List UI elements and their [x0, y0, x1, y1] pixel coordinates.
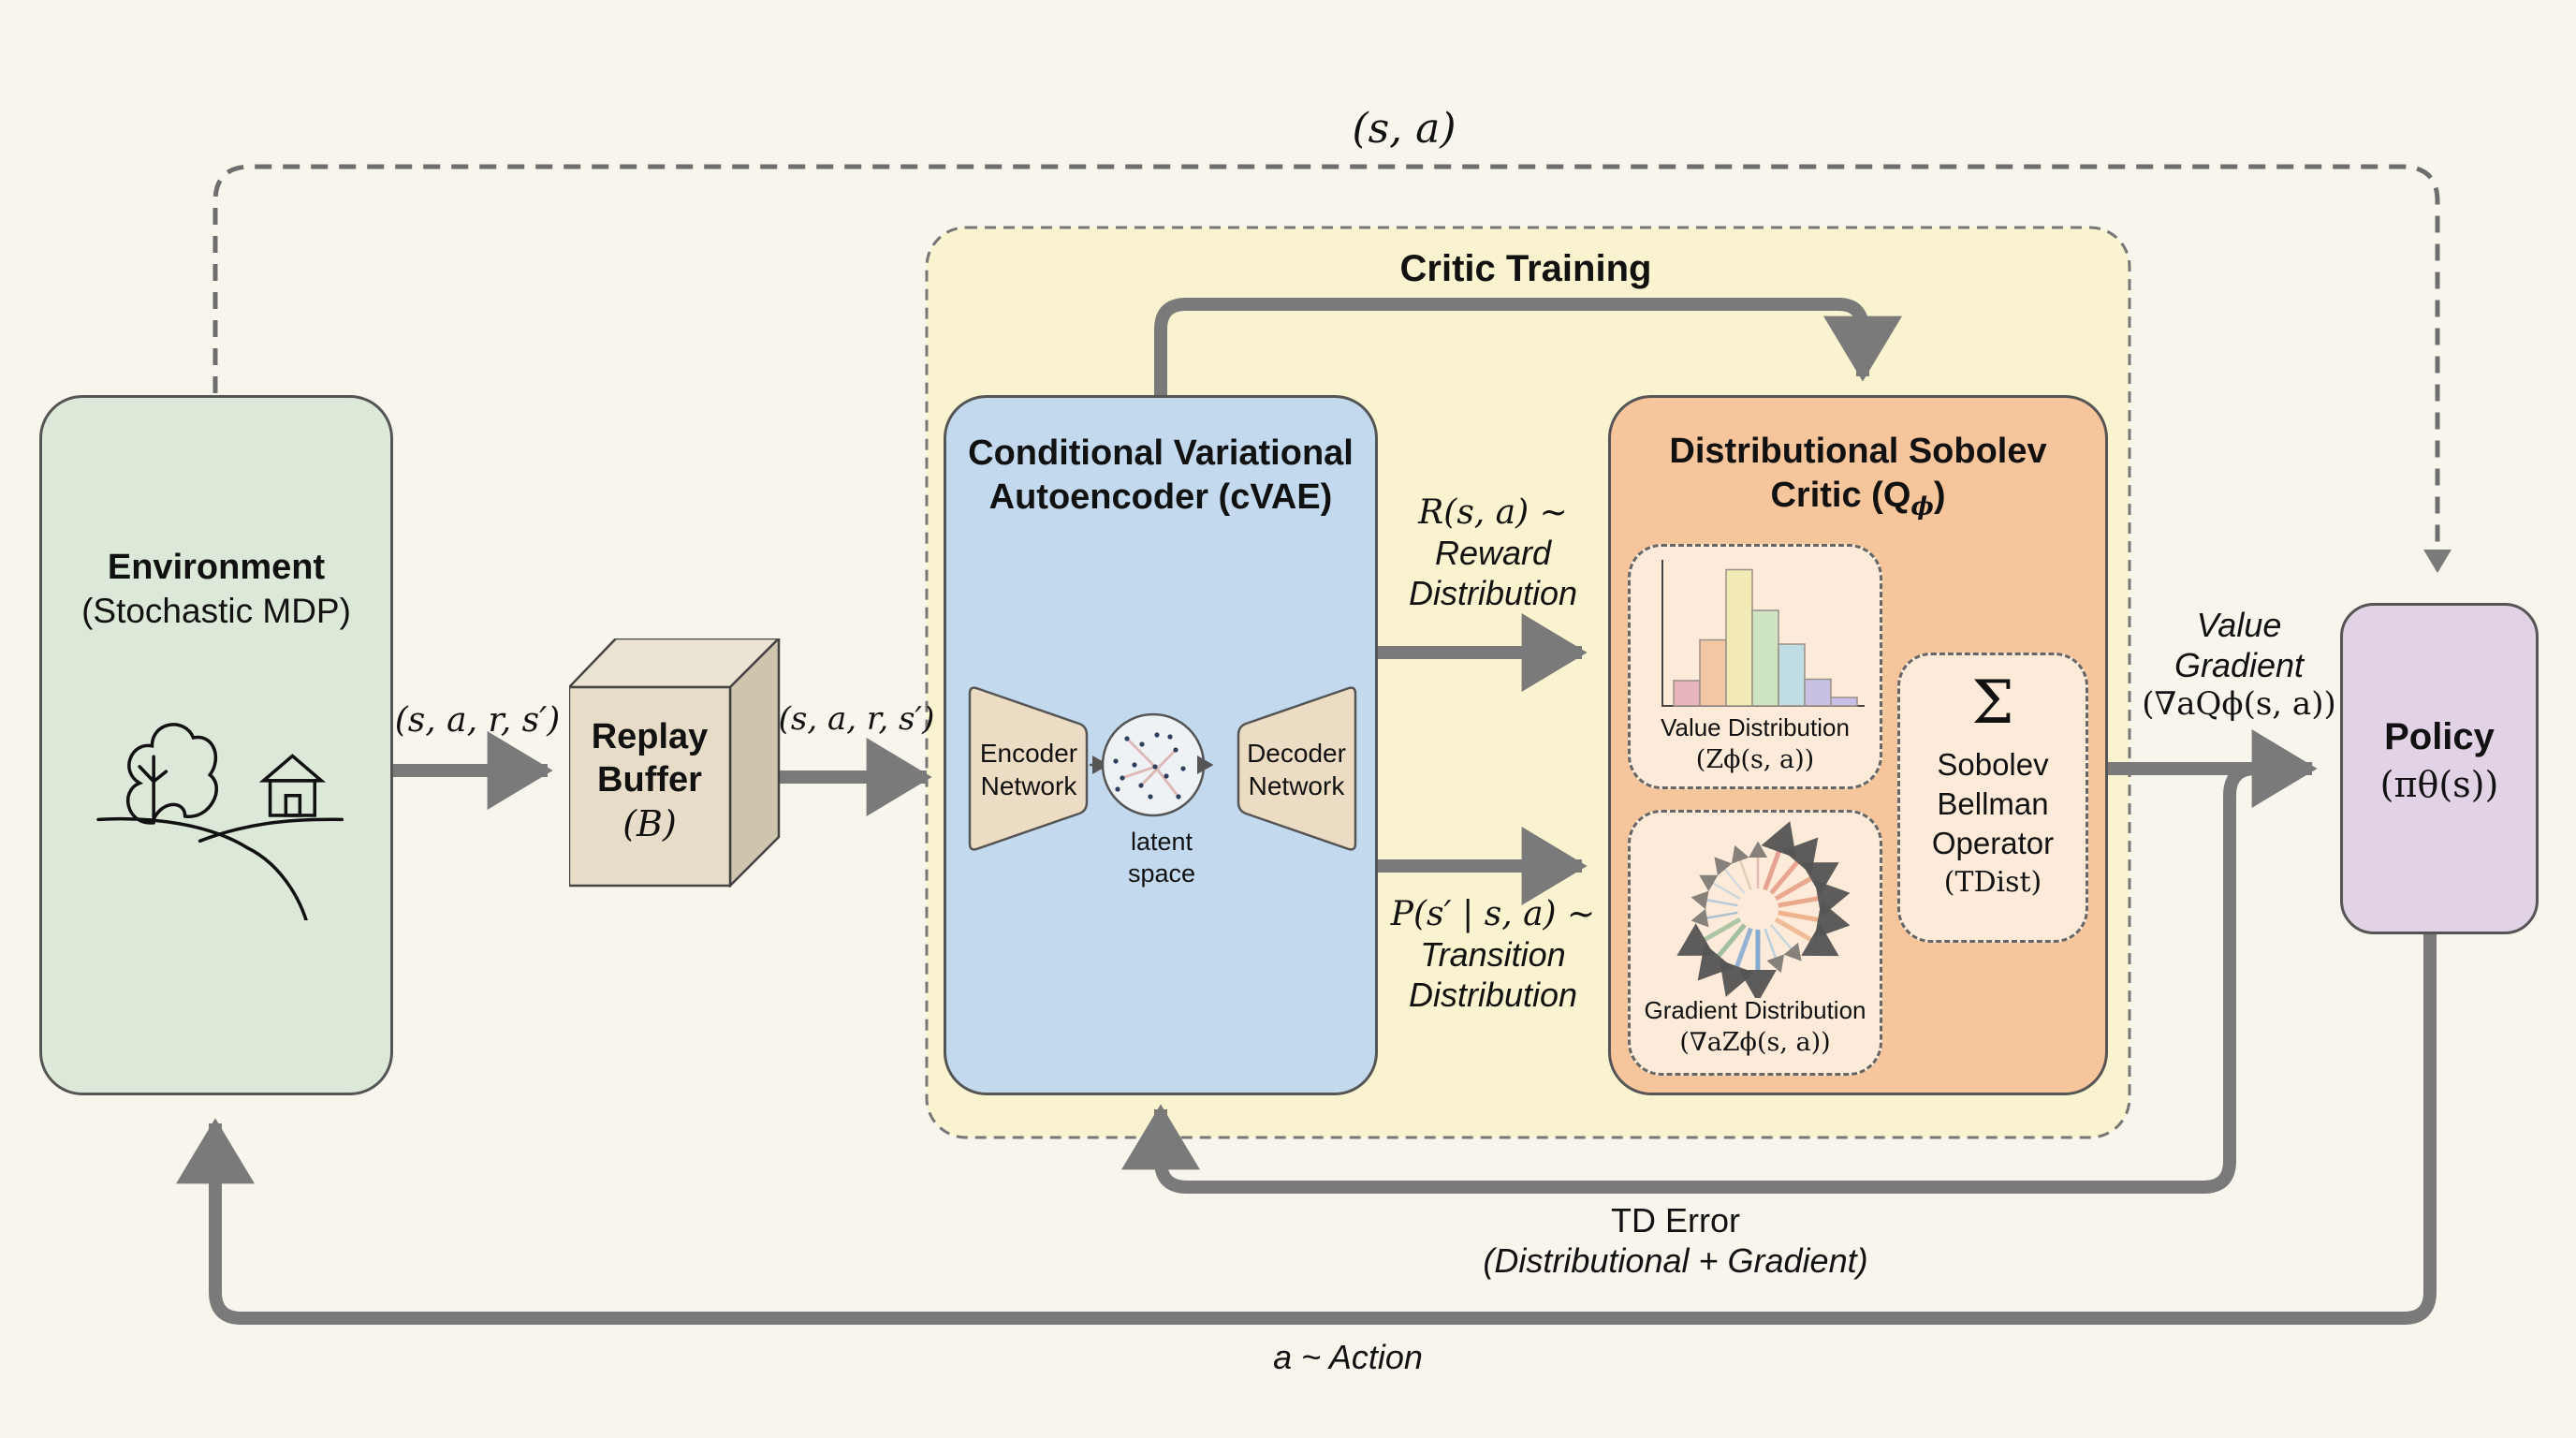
gradient-arrow	[1769, 837, 1819, 895]
critic-box: Distributional Sobolev Critic (Qϕ) Value…	[1608, 395, 2108, 1095]
value-gradient-line-2: Gradient	[2174, 646, 2305, 685]
action-label: a ~ Action	[1273, 1338, 1423, 1376]
gradient-arrow	[1761, 821, 1797, 891]
gradient-distribution-symbol: (∇aZϕ(s, a))	[1679, 1028, 1831, 1057]
gradient-arrow	[1731, 844, 1752, 890]
critic-title-close: )	[1933, 476, 1946, 515]
gradient-arrow	[1699, 874, 1741, 901]
latent-space-label: latent space	[1096, 827, 1227, 890]
latent-line-2: space	[1127, 858, 1196, 888]
transition-line-1: P(s′ | s, a) ~	[1390, 895, 1596, 933]
critic-title-2: Critic (Qϕ)	[1611, 476, 2105, 521]
encoder-line-2: Network	[980, 771, 1077, 800]
encoder-network-shape	[968, 686, 1089, 851]
value-distribution-panel: Value Distribution (Zϕ(s, a))	[1628, 544, 1882, 789]
state-action-dashed-arrow	[212, 164, 2452, 574]
environment-subtitle: (Stochastic MDP)	[81, 592, 351, 630]
landscape-tree-house-icon	[96, 723, 344, 920]
reward-line-1: R(s, a) ~	[1418, 493, 1568, 532]
td-error-line-2: (Distributional + Gradient)	[1483, 1241, 1868, 1281]
gradient-distribution-panel: Gradient Distribution (∇aZϕ(s, a))	[1628, 810, 1882, 1076]
cube-shape	[569, 638, 781, 888]
encoder-network-label: Encoder Network	[967, 737, 1090, 802]
decoder-network-label: Decoder Network	[1235, 737, 1358, 802]
environment-title: Environment	[107, 548, 326, 587]
td-error-line-1: TD Error	[1611, 1201, 1740, 1240]
value-distribution-symbol: (Zϕ(s, a))	[1695, 745, 1815, 774]
gradient-arrow	[1774, 862, 1839, 902]
operator-line-1: Sobolev	[1937, 747, 2049, 782]
transition-line-3: Distribution	[1408, 976, 1578, 1015]
gradient-arrow	[1774, 917, 1839, 957]
histogram-bar	[1725, 568, 1753, 707]
policy-title: Policy	[2384, 716, 2495, 757]
histogram-bar	[1699, 638, 1727, 707]
operator-symbol: (TDist)	[1943, 865, 2042, 899]
replay-buffer-box: Replay Buffer (B)	[569, 638, 781, 888]
transition-distribution-label: P(s′ | s, a) ~ Transition Distribution	[1371, 894, 1615, 1016]
critic-training-title: Critic Training	[1399, 248, 1652, 289]
histogram-bar	[1804, 678, 1832, 707]
sigma-icon: Σ	[1971, 668, 2014, 738]
critic-title-text: Critic (Q	[1770, 476, 1911, 515]
gradient-arrow	[1719, 927, 1755, 997]
env-to-buffer-label: (s, a, r, s′)	[394, 701, 561, 740]
gradient-arrow	[1778, 901, 1851, 939]
cvae-box: Conditional Variational Autoencoder (cVA…	[944, 395, 1378, 1095]
gradient-arrow	[1697, 923, 1747, 981]
sobolev-operator-panel: Σ Sobolev Bellman Operator (TDist)	[1897, 653, 2088, 943]
histogram-bar	[1830, 697, 1858, 707]
replay-buffer-symbol: (B)	[622, 803, 677, 844]
cvae-title-1: Conditional Variational	[968, 433, 1354, 473]
reward-distribution-label: R(s, a) ~ Reward Distribution	[1381, 492, 1605, 614]
gradient-arrow	[1770, 924, 1802, 961]
gradient-arrow	[1690, 890, 1738, 910]
policy-box: Policy (πθ(s))	[2340, 603, 2539, 934]
gradient-arrow	[1764, 928, 1785, 974]
action-arrow	[176, 933, 2437, 1325]
histogram-bar	[1751, 609, 1779, 707]
gradient-arrow	[1676, 917, 1742, 956]
environment-box: Environment (Stochastic MDP)	[39, 395, 393, 1095]
gradient-arrow	[1690, 908, 1738, 928]
replay-buffer-title-1: Replay	[591, 717, 709, 756]
critic-title-1: Distributional Sobolev	[1669, 432, 2047, 471]
decoder-line-2: Network	[1248, 771, 1345, 800]
state-action-label: (s, a)	[1352, 105, 1456, 153]
critic-training-arrow	[1154, 298, 1902, 395]
policy-symbol: (πθ(s))	[2379, 764, 2499, 805]
gradient-arrow	[1714, 857, 1746, 894]
value-histogram	[1661, 560, 1865, 707]
histogram-bar	[1673, 680, 1701, 707]
critic-title-sub: ϕ	[1910, 492, 1934, 521]
transition-line-2: Transition	[1420, 935, 1566, 975]
latent-space-icon	[1090, 712, 1214, 817]
buffer-to-cvae-label: (s, a, r, s′)	[778, 700, 935, 738]
decoder-network-shape	[1237, 686, 1357, 851]
value-distribution-label: Value Distribution	[1661, 713, 1850, 741]
gradient-arrows-icon	[1676, 821, 1851, 998]
latent-line-1: latent	[1130, 828, 1193, 856]
value-gradient-line-1: Value	[2196, 606, 2282, 644]
decoder-line-1: Decoder	[1247, 739, 1346, 768]
td-error-arrow	[1121, 762, 2312, 1194]
replay-buffer-title-2: Buffer	[597, 760, 702, 800]
reward-line-3: Distribution	[1408, 574, 1578, 613]
operator-line-3: Operator	[1931, 826, 2055, 861]
cvae-title-2: Autoencoder (cVAE)	[988, 477, 1333, 517]
gradient-distribution-label: Gradient Distribution	[1644, 996, 1866, 1024]
histogram-bar	[1778, 643, 1806, 707]
td-error-label: TD Error (Distributional + Gradient)	[1404, 1200, 1947, 1281]
value-gradient-line-3: (∇aQϕ(s, a))	[2142, 685, 2336, 724]
reward-line-2: Reward	[1434, 534, 1552, 573]
gradient-arrow	[1778, 880, 1851, 917]
value-gradient-label: Value Gradient (∇aQϕ(s, a))	[2117, 605, 2361, 724]
encoder-line-1: Encoder	[979, 739, 1078, 768]
operator-line-2: Bellman	[1937, 786, 2049, 822]
